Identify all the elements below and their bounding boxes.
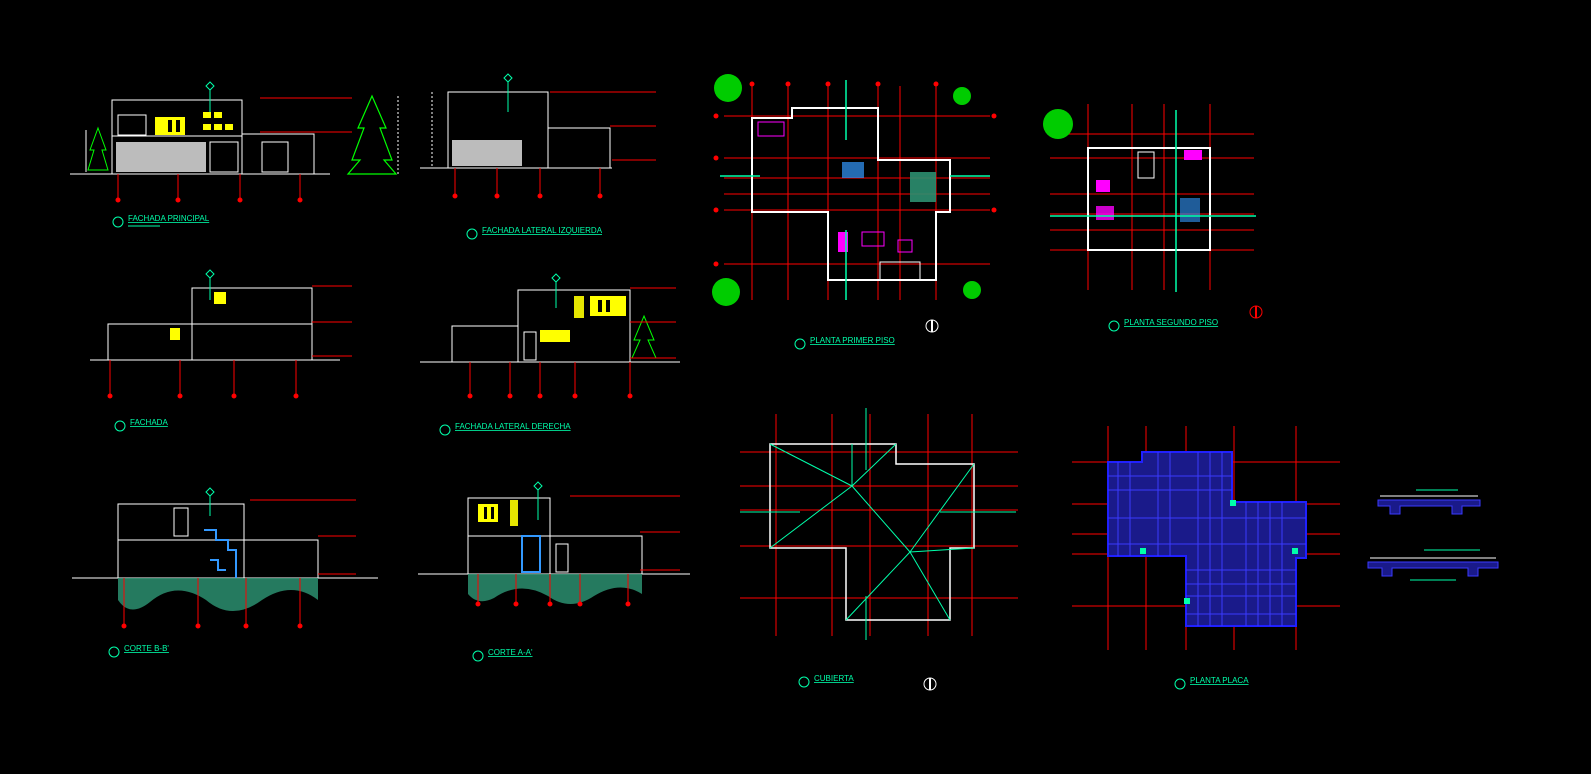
fachada-principal-drawing [70,81,399,203]
title-fachada: FACHADA [114,418,168,432]
title-cubierta: CUBIERTA [798,674,854,688]
corte-bb-drawing [72,487,378,629]
title-planta-primer-piso: PLANTA PRIMER PISO [794,336,895,350]
planta-placa-drawing [1072,426,1340,650]
title-cubierta-text: CUBIERTA [814,674,854,683]
title-fachada-lateral-derecha-text: FACHADA LATERAL DERECHA [455,422,571,431]
planta-segundo-piso-drawing [1043,104,1263,319]
title-planta-segundo-piso: PLANTA SEGUNDO PISO [1108,318,1218,332]
title-planta-placa-text: PLANTA PLACA [1190,676,1249,685]
title-planta-segundo-piso-text: PLANTA SEGUNDO PISO [1124,318,1218,327]
corte-aa-drawing [418,481,690,607]
title-planta-primer-piso-text: PLANTA PRIMER PISO [810,336,895,345]
cubierta-drawing [740,408,1018,691]
fachada-lateral-derecha-drawing [420,273,680,399]
title-fachada-principal-text: FACHADA PRINCIPAL [128,214,210,223]
fachada-drawing [90,269,352,399]
title-corte-bb-text: CORTE B-B' [124,644,169,653]
title-fachada-lateral-izquierda-text: FACHADA LATERAL IZQUIERDA [482,226,603,235]
detail-sections-drawing [1367,489,1499,581]
fachada-lateral-izquierda-drawing [420,73,656,199]
title-fachada-principal: FACHADA PRINCIPAL [112,214,210,228]
title-fachada-lateral-derecha: FACHADA LATERAL DERECHA [439,422,571,436]
planta-primer-piso-drawing [712,74,997,333]
title-fachada-lateral-izquierda: FACHADA LATERAL IZQUIERDA [466,226,603,240]
title-corte-aa: CORTE A-A' [472,648,533,662]
title-corte-aa-text: CORTE A-A' [488,648,533,657]
title-corte-bb: CORTE B-B' [108,644,169,658]
title-fachada-text: FACHADA [130,418,168,427]
title-planta-placa: PLANTA PLACA [1174,676,1249,690]
